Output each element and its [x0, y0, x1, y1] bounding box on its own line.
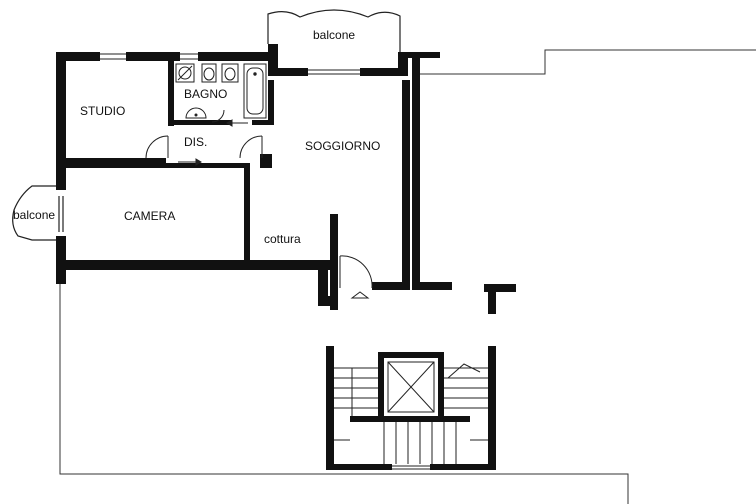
- sink-icon: [185, 107, 207, 119]
- bidet-icon: [224, 67, 236, 81]
- room-labels: balcone BAGNO STUDIO DIS. SOGGIORNO CAME…: [13, 28, 380, 246]
- door-swings: [145, 109, 373, 289]
- arrows: [178, 119, 370, 299]
- bathroom-fixtures: [175, 63, 267, 119]
- windows: [100, 53, 360, 75]
- label-cottura: cottura: [264, 232, 301, 246]
- label-soggiorno: SOGGIORNO: [305, 139, 380, 153]
- label-bagno: BAGNO: [184, 87, 227, 101]
- label-balcone-top: balcone: [313, 28, 355, 42]
- stair-core: [326, 346, 496, 470]
- label-camera: CAMERA: [124, 209, 175, 223]
- balcony-left: [12, 185, 64, 241]
- toilet-icon: [203, 67, 215, 81]
- elevator-icon: [387, 361, 435, 413]
- label-studio: STUDIO: [80, 104, 125, 118]
- bathtub-icon: [243, 63, 267, 119]
- shower-icon: [178, 66, 192, 80]
- walls: [56, 44, 516, 314]
- label-balcone-left: balcone: [13, 208, 55, 222]
- site-outline: [59, 49, 756, 504]
- balcony-top: [267, 9, 401, 52]
- label-dis: DIS.: [184, 135, 207, 149]
